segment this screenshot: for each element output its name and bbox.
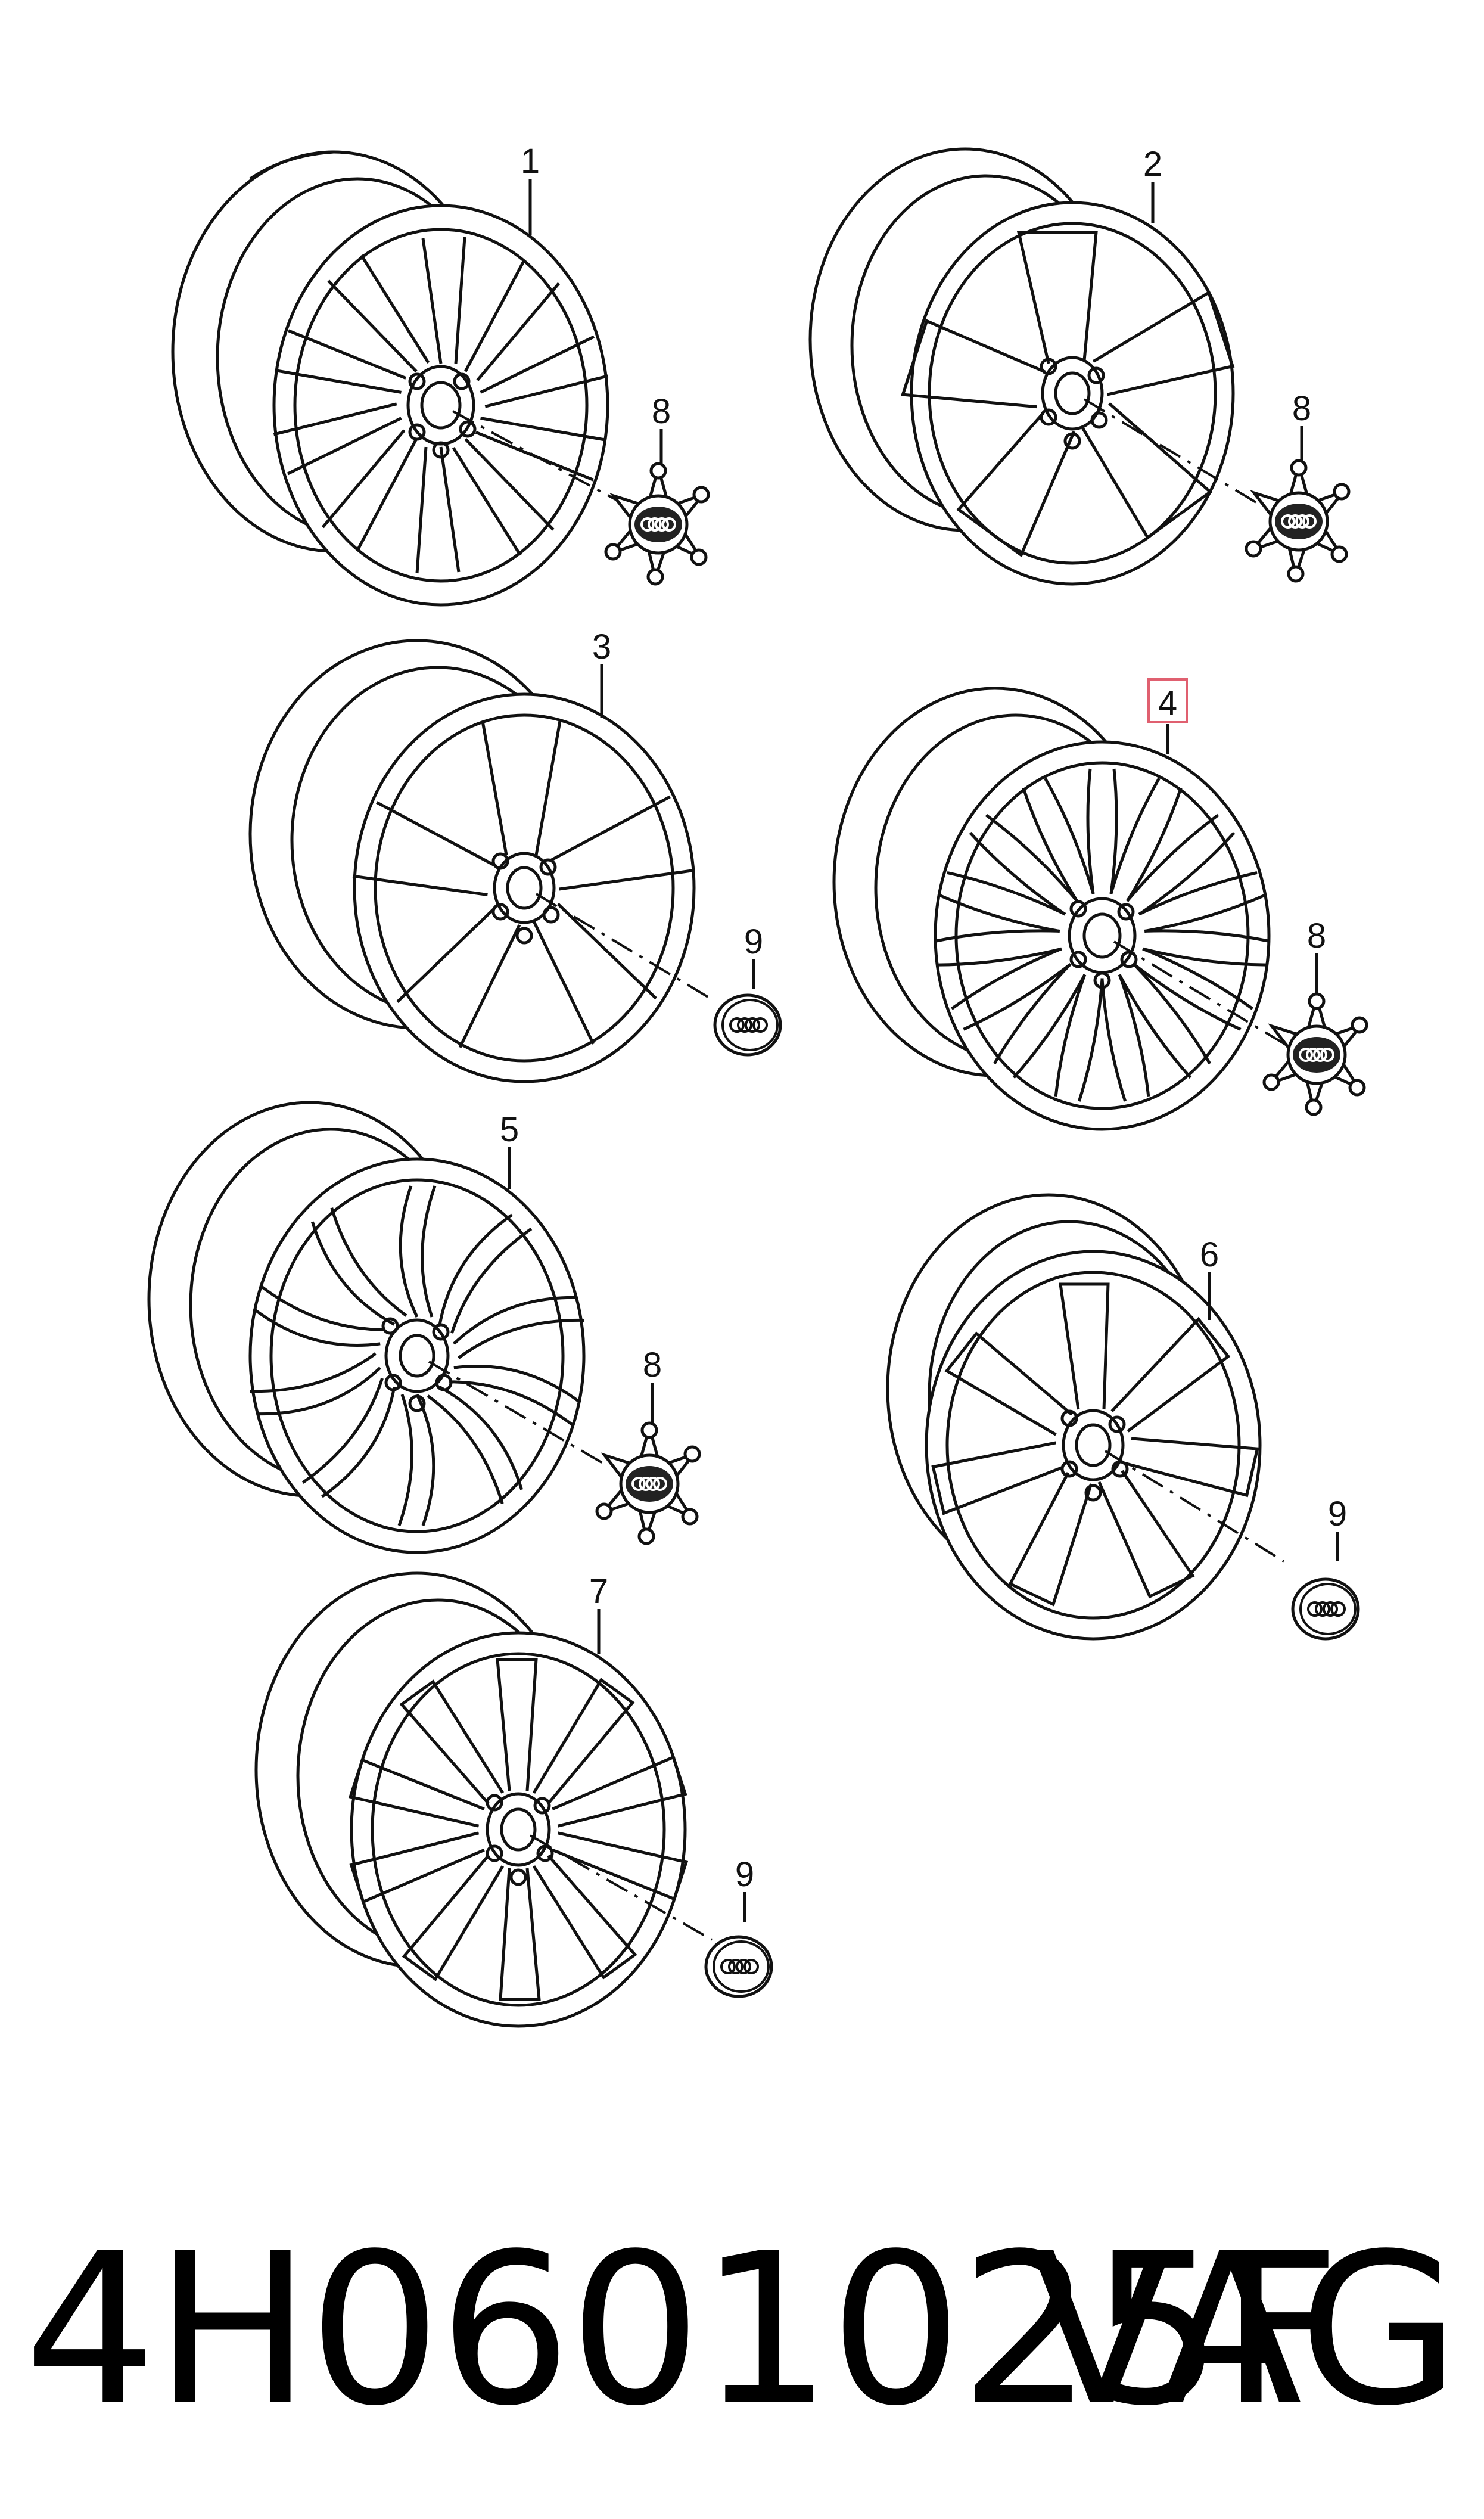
- callout-label-6: 6: [1200, 1235, 1219, 1274]
- callout-label-8b: 8: [1292, 389, 1311, 428]
- callout-label-9a: 9: [744, 923, 763, 961]
- callout-label-8a: 8: [652, 392, 671, 431]
- wheel-1: [171, 150, 609, 607]
- callout-label-8d: 8: [643, 1346, 662, 1384]
- brand-label: VAG: [1030, 2209, 1460, 2452]
- callout-label-9c: 9: [735, 1855, 754, 1894]
- part-number: 4H0601025F: [24, 2209, 1340, 2452]
- wheel-4: [832, 687, 1271, 1131]
- callout-label-8c: 8: [1307, 917, 1326, 955]
- wheel-6: [886, 1193, 1262, 1641]
- callout-label-5: 5: [500, 1110, 519, 1149]
- callout-label-7: 7: [589, 1572, 608, 1611]
- callout-label-3: 3: [592, 628, 611, 666]
- callout-label-2: 2: [1143, 145, 1162, 184]
- wheel-3: [248, 639, 696, 1083]
- wheel-7: [254, 1571, 689, 2028]
- callout-label-9b: 9: [1328, 1495, 1347, 1533]
- callout-label-1: 1: [521, 142, 540, 181]
- wheel-5: [147, 1101, 586, 1554]
- callout-4-highlight-box: [1147, 678, 1188, 723]
- callout-label-4: 4: [1158, 684, 1177, 723]
- wheel-2: [808, 147, 1235, 586]
